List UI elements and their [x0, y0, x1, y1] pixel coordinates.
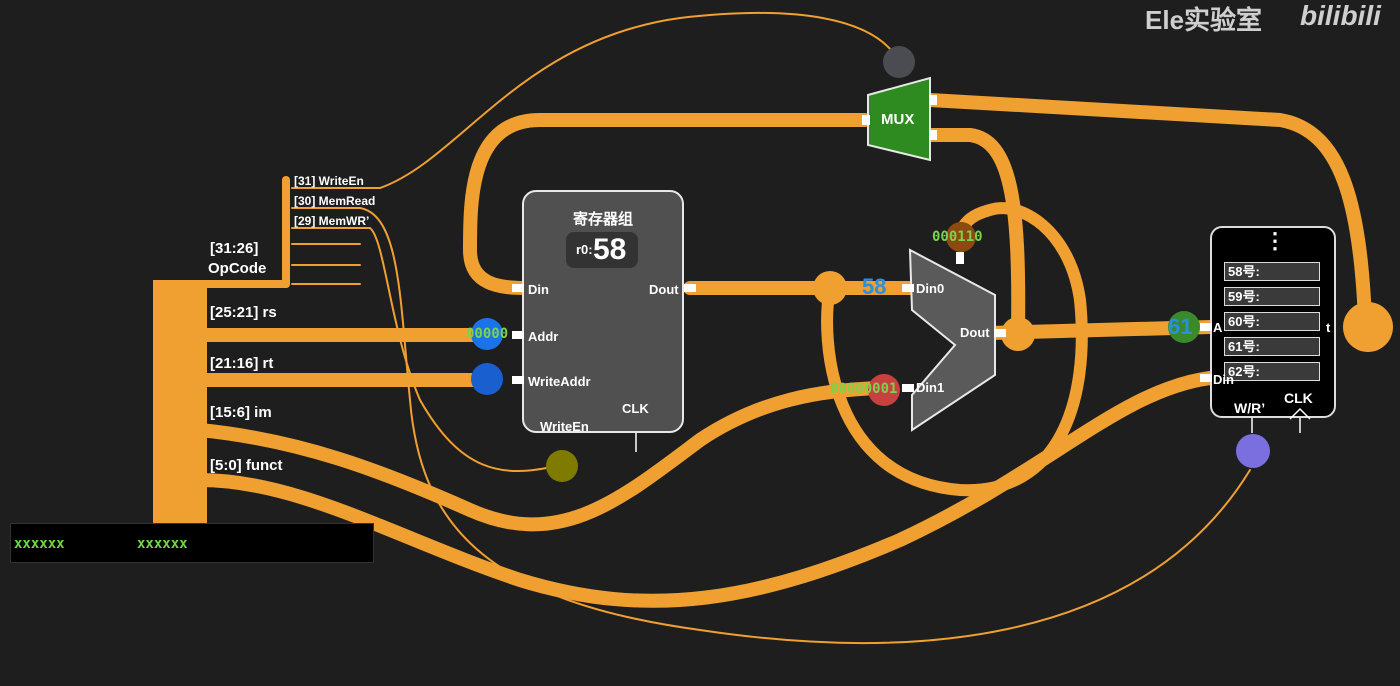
mem-addr-value: 61 [1168, 314, 1193, 339]
writeen-dot [546, 450, 578, 482]
memory-clk-triangle [1289, 407, 1311, 420]
register-name: r0: [576, 242, 593, 257]
mux-to-din-wire [462, 113, 872, 295]
instruction-trunk [153, 280, 207, 525]
memory-cell: 60号: [1224, 312, 1320, 331]
mux-top-label: MUX [881, 111, 915, 128]
memory-wr-label: W/R’ [1234, 400, 1266, 416]
mux-pin-sel [956, 252, 964, 264]
field-rs: [25:21] rs [210, 304, 277, 321]
din1-value: 00000001 [830, 381, 898, 397]
mem-addr-dot [1168, 311, 1200, 343]
mux-top-shape [867, 76, 931, 162]
memwr-wire [291, 227, 561, 472]
mux-pin-din1 [902, 384, 914, 392]
mem-out-junction [1343, 302, 1393, 352]
mux-main-shape [908, 248, 996, 432]
pin-addr [512, 331, 524, 339]
field-rt: [21:16] rt [210, 355, 274, 372]
control-line-memwr: [29] MemWR’ [294, 214, 370, 228]
mux-select-value: 000110 [932, 229, 983, 245]
instruction-bar: xxxxxx xxxxxx [10, 523, 374, 563]
bilibili-logo: bilibili [1300, 0, 1381, 31]
instruction-right-value: xxxxxx [137, 536, 188, 552]
memory-pin-addr [1200, 323, 1212, 331]
port-dout: Dout [649, 282, 679, 297]
mux-select-dot [946, 222, 976, 252]
register-display: r0: 58 [566, 232, 638, 268]
pin-dout [684, 284, 696, 292]
port-clk: CLK [622, 401, 649, 416]
pin-din [512, 284, 524, 292]
memory-cell: 58号: [1224, 262, 1320, 281]
memory-dout-label: t [1326, 320, 1331, 335]
register-value: 58 [593, 233, 627, 266]
control-line-memread: [30] MemRead [294, 194, 376, 208]
port-writeaddr: WriteAddr [528, 374, 591, 389]
dout-junction [813, 271, 847, 305]
port-addr: Addr [528, 329, 559, 344]
addr-value: 00000 [466, 326, 509, 342]
field-funct: [5:0] funct [210, 457, 283, 474]
din0-value: 58 [862, 274, 887, 299]
im-wire [193, 381, 887, 532]
opcode-bits: [31:26] [210, 240, 259, 257]
instruction-left-value: xxxxxx [14, 536, 65, 552]
mux-pin-dout [994, 329, 1006, 337]
control-line-writeen: [31] WriteEn [294, 174, 364, 188]
memory-cell: 61号: [1224, 337, 1320, 356]
memory-ellipsis: ⋮ [1264, 228, 1286, 253]
writeaddr-dot [471, 363, 503, 395]
mux-in1-wire [923, 128, 1026, 337]
mux-din1-label: Din1 [916, 380, 945, 395]
mux-out-junction [1001, 317, 1035, 351]
memory-clk-label: CLK [1284, 390, 1313, 406]
register-file: 寄存器组 r0: 58 Din Dout Addr WriteAddr Writ… [522, 190, 684, 434]
memory-addr-label: A [1213, 320, 1223, 335]
mux-dout-label: Dout [960, 325, 990, 340]
channel-watermark: Ele实验室 [1145, 5, 1263, 35]
memory-cell: 59号: [1224, 287, 1320, 306]
memory-pin-din [1200, 374, 1212, 382]
data-memory: ⋮ 58号: 59号: 60号: 61号: 62号: W/R’ CLK [1210, 226, 1336, 418]
wr-dot [1236, 434, 1270, 468]
funct-wire [193, 371, 1217, 608]
writeen-wire [291, 11, 896, 189]
register-file-title: 寄存器组 [572, 211, 633, 228]
memory-cell: 62号: [1224, 362, 1320, 381]
memory-din-label: Din [1213, 372, 1234, 387]
addr-dot [471, 318, 503, 350]
opcode-name: OpCode [208, 260, 267, 277]
mux-pin-din0 [902, 284, 914, 292]
pin-writeaddr [512, 376, 524, 384]
port-din: Din [528, 282, 549, 297]
top-mux-select-dot [883, 46, 915, 78]
mux-out-wire [923, 93, 1372, 327]
mux-din0-label: Din0 [916, 281, 945, 296]
field-im: [15:6] im [210, 404, 272, 421]
port-writeen: WriteEn [540, 419, 589, 434]
din1-dot [868, 374, 900, 406]
feedback-loop-wire [821, 202, 1088, 497]
